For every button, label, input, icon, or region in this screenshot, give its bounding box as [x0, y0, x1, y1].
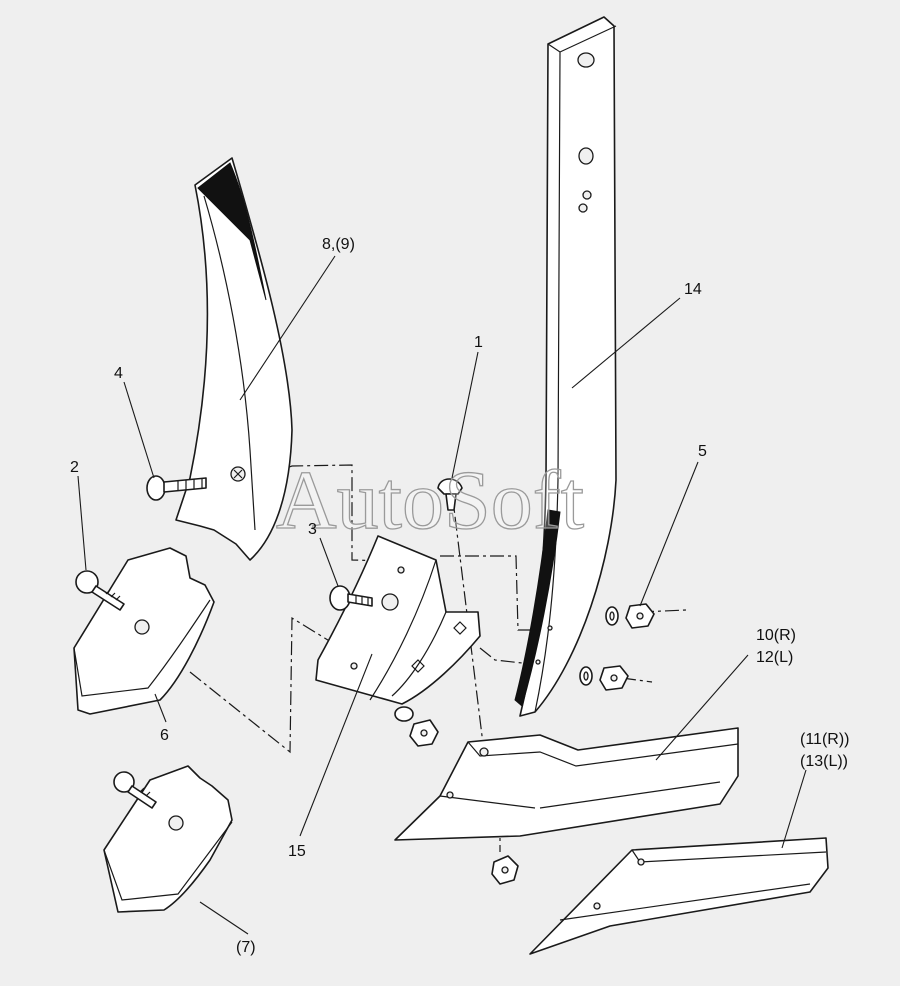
bolt-part-2	[75, 570, 125, 611]
label-part-7: (7)	[236, 939, 256, 956]
label-part-13: (13(L))	[800, 753, 848, 770]
bolt-part-1	[437, 478, 463, 511]
shank-part-14	[514, 16, 617, 717]
shin-part-8-9	[175, 157, 293, 561]
callout-labels: 1 2 3 4 5 6 (7) 8,(9) 10(R) 12(L) (11(R)…	[70, 236, 849, 956]
bolt-lower-wing	[113, 771, 157, 809]
watermark-text: AutoSoft	[276, 454, 584, 547]
label-part-4: 4	[114, 365, 123, 382]
nuts-and-washers-part-5	[394, 603, 655, 885]
plate-part-15	[315, 535, 481, 705]
label-part-14: 14	[684, 281, 702, 298]
wing-part-7	[103, 765, 233, 913]
share-part-10-12	[394, 727, 739, 841]
label-part-15: 15	[288, 843, 306, 860]
leader-lines	[77, 255, 807, 935]
label-part-2: 2	[70, 459, 79, 476]
label-part-1: 1	[474, 334, 483, 351]
bolt-part-3	[329, 585, 399, 611]
label-part-10: 10(R)	[756, 627, 796, 644]
label-part-8-9: 8,(9)	[322, 236, 355, 253]
label-part-12: 12(L)	[756, 649, 793, 666]
label-part-3: 3	[308, 521, 317, 538]
wing-part-6	[73, 547, 215, 715]
label-part-6: 6	[160, 727, 169, 744]
bolt-part-4	[146, 475, 207, 501]
share-part-11-13	[529, 837, 829, 955]
label-part-11: (11(R))	[800, 731, 849, 748]
label-part-5: 5	[698, 443, 707, 460]
